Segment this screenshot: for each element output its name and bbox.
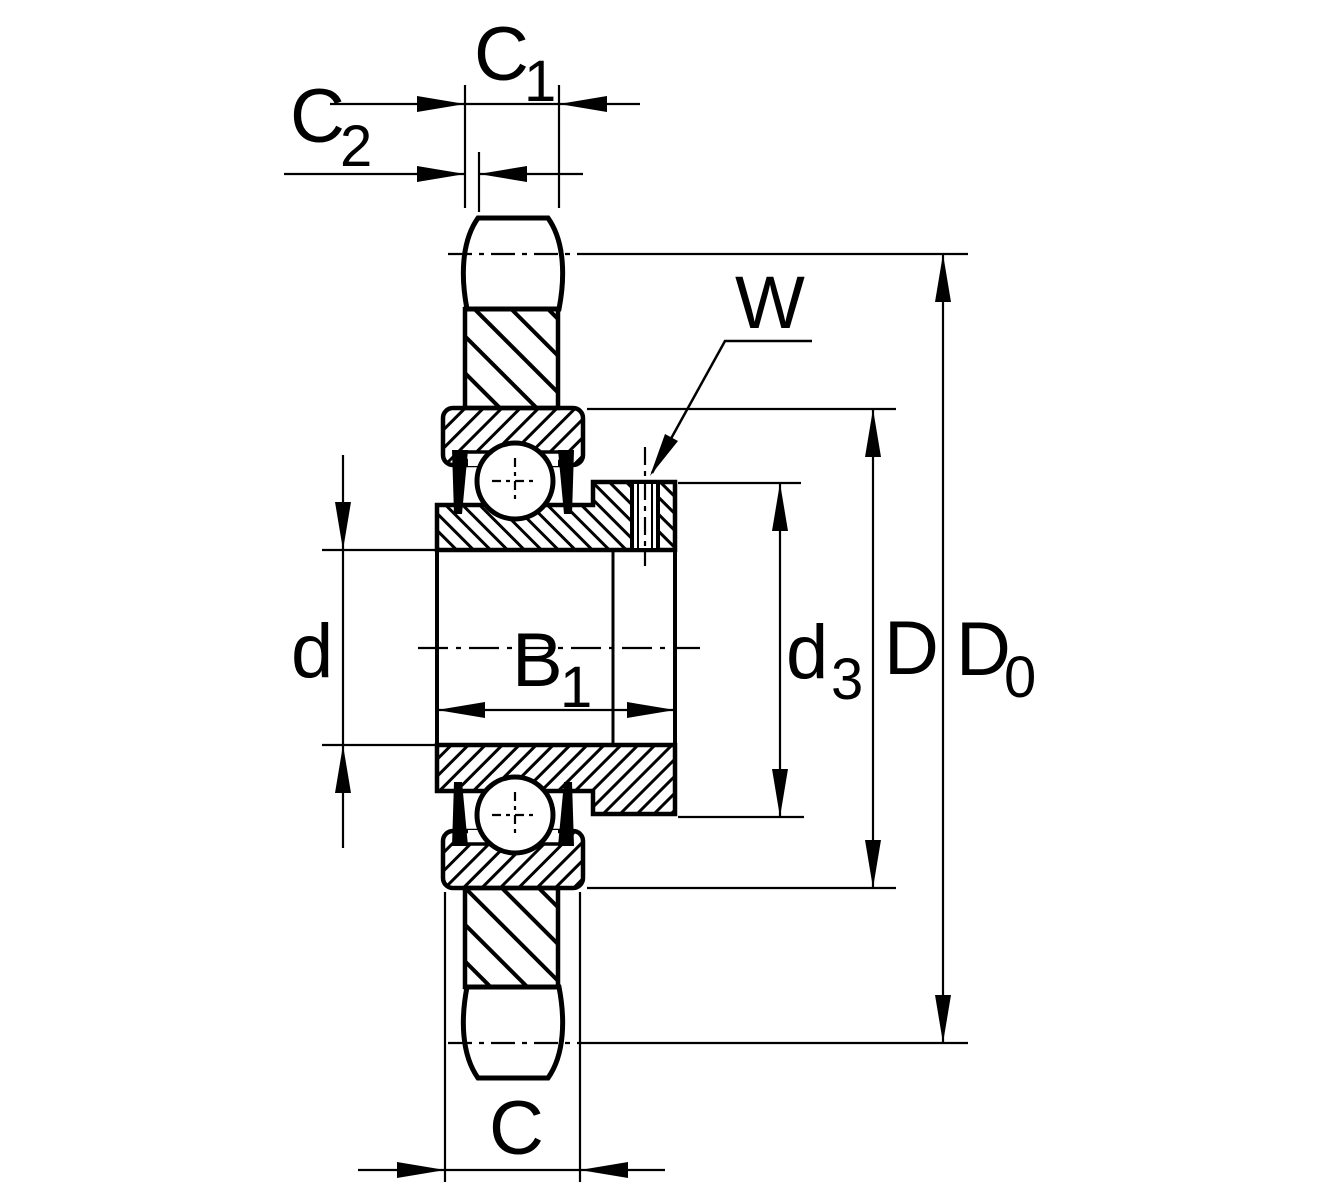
dimension-label-dcap: D: [884, 606, 939, 691]
dimension-c1: [330, 85, 640, 208]
dimension-label-c1: C: [474, 12, 529, 97]
bearing-inner-ring-bottom: [434, 742, 678, 817]
dimension-dcap: [587, 407, 896, 890]
dimension-label-d3: d: [786, 610, 828, 695]
dimension-w: [650, 339, 812, 476]
bearing-seal-bottom-left: [452, 782, 468, 846]
dimension-label-c2-sub: 2: [340, 114, 372, 179]
centerlines: [418, 252, 700, 1045]
bearing-ball-top: [474, 440, 556, 522]
dimension-label-d: d: [291, 609, 333, 694]
dimension-label-d0: D: [956, 607, 1011, 692]
dimension-d0: [577, 252, 968, 1045]
dimension-c2: [284, 152, 583, 212]
sprocket-rim-top: [462, 306, 561, 411]
dimension-b1: [437, 702, 675, 718]
dimension-d3: [678, 481, 804, 819]
dimension-label-c2: C: [290, 74, 345, 159]
set-screw: [630, 447, 660, 566]
dimension-label-b1: B: [512, 618, 563, 703]
dimension-c: [358, 892, 665, 1182]
dimension-label-c1-sub: 1: [524, 49, 556, 114]
sprocket-rim-bottom: [462, 885, 561, 990]
dimension-label-d0-sub: 0: [1004, 645, 1036, 710]
bearing-seal-bottom-right: [558, 782, 574, 846]
dimension-label-d3-sub: 3: [831, 647, 863, 712]
dimension-d: [322, 455, 440, 848]
dimension-label-c: C: [489, 1086, 544, 1171]
dimension-label-w: W: [735, 261, 805, 344]
sprocket-tooth-bottom: [460, 984, 566, 1081]
bearing-ball-bottom: [474, 774, 556, 856]
sprocket-tooth-top: [460, 215, 566, 312]
bearing-seal-top-right: [558, 450, 574, 514]
dimension-label-b1-sub: 1: [560, 655, 592, 720]
bearing-seal-top-left: [452, 450, 468, 514]
